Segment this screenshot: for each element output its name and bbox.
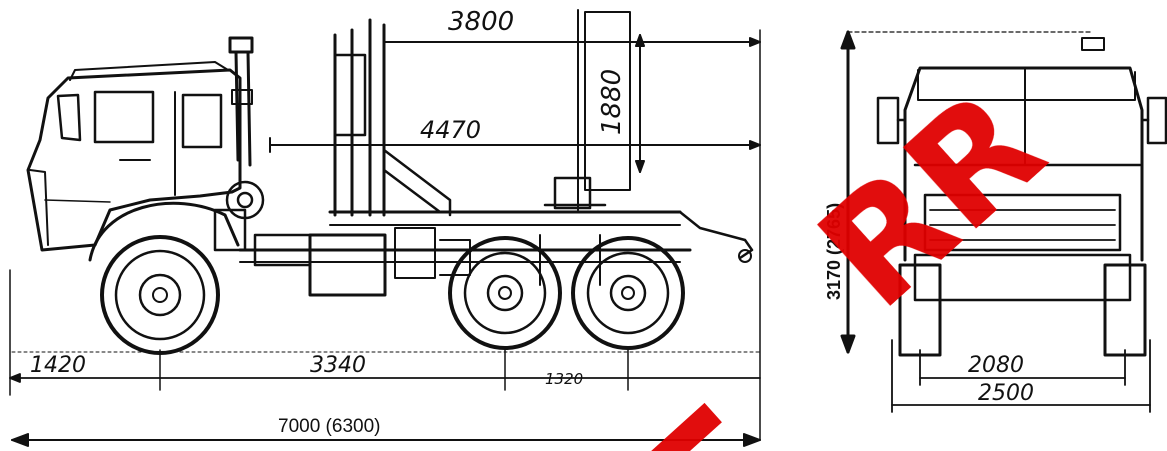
dim-label-overall-length: 7000 (6300)	[278, 416, 380, 437]
chassis-frame	[238, 210, 754, 297]
rear-mast	[333, 18, 452, 217]
dim-label-width: 2500	[978, 381, 1034, 406]
rear-wheel-1	[448, 236, 562, 350]
dimension-height	[840, 30, 1091, 354]
dimension-wheelbase	[9, 269, 761, 396]
dim-label-1320: 1320	[545, 370, 583, 388]
dim-label-1880: 1880	[597, 69, 627, 135]
air-intake-pipe	[228, 36, 254, 167]
side-mirrors	[876, 96, 1167, 145]
dimension-1880	[584, 11, 645, 191]
dim-label-3340: 3340	[310, 353, 366, 378]
dimension-3800	[384, 9, 761, 441]
dimension-track	[891, 339, 1151, 413]
coupling-plate	[543, 176, 607, 210]
front-view: 3170 (2765) 2080 2500	[824, 30, 1167, 413]
dim-label-track: 2080	[968, 353, 1024, 378]
watermark-stroke	[648, 402, 722, 451]
dim-label-1420: 1420	[30, 353, 86, 378]
cab-front	[903, 37, 1144, 302]
side-view: 3800 1880 4470 1420 3340 1320	[9, 7, 761, 447]
dim-label-3800: 3800	[448, 7, 514, 37]
dimension-overall-length	[11, 433, 761, 447]
dim-label-4470: 4470	[420, 116, 481, 144]
dimension-4470	[269, 137, 761, 153]
dim-label-height: 3170 (2765)	[824, 203, 844, 300]
rear-wheel-2	[571, 236, 685, 350]
cab	[26, 61, 242, 252]
